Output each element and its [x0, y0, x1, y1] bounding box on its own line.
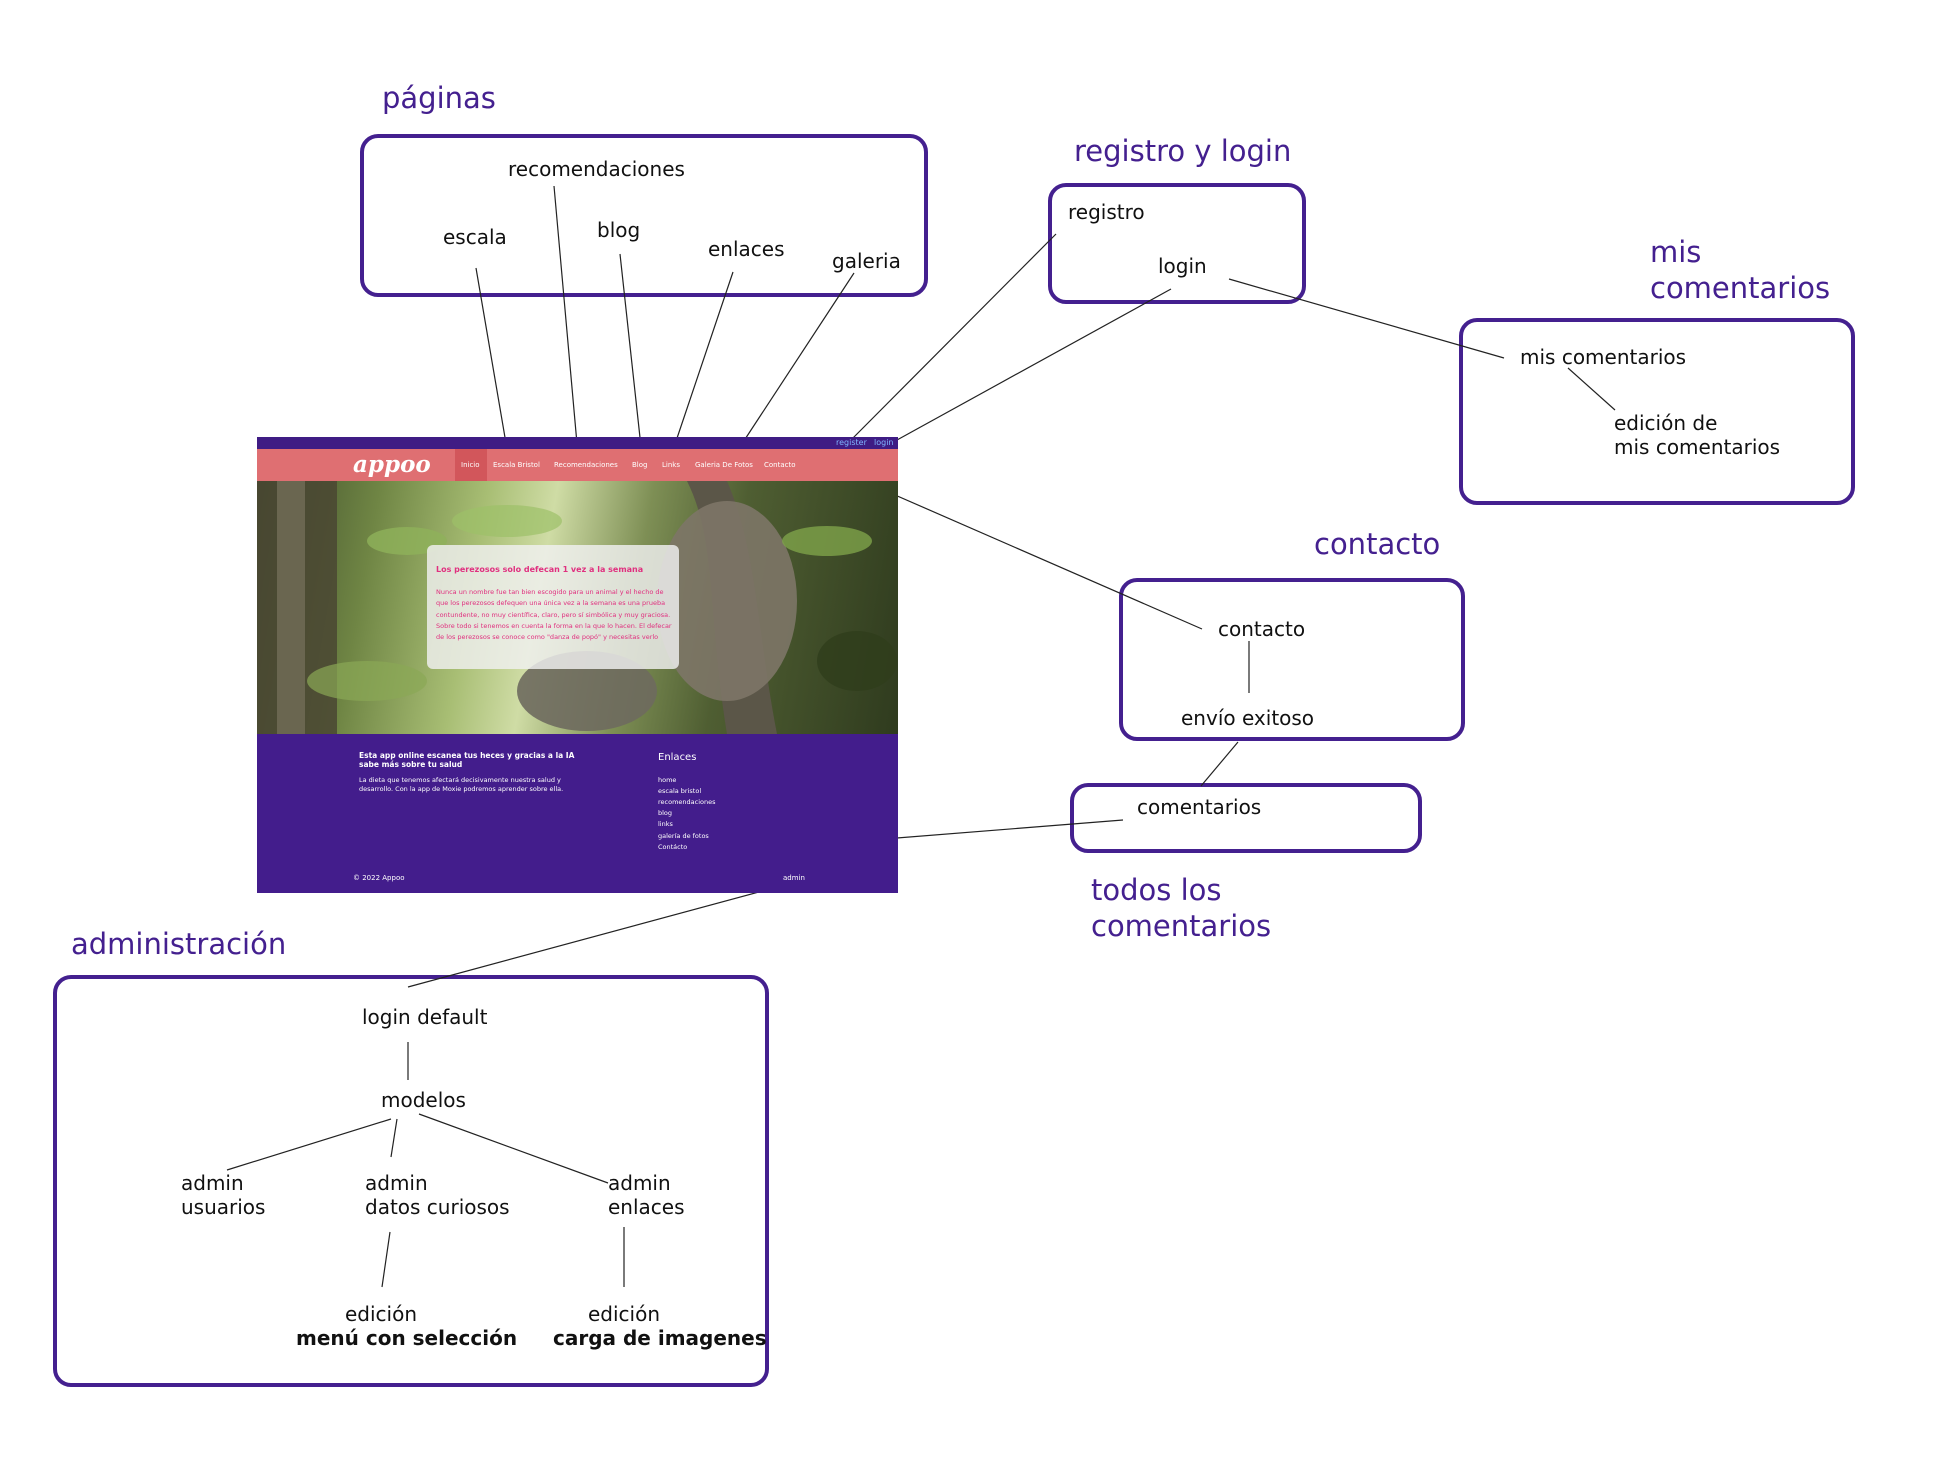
paginas-box: [360, 134, 928, 297]
site-nav-blog[interactable]: Blog: [632, 461, 648, 469]
label-galeria: galeria: [832, 249, 901, 273]
label-enlaces: enlaces: [708, 237, 785, 261]
administracion-box: [53, 975, 769, 1387]
label-admin-usuarios: admin usuarios: [181, 1171, 266, 1219]
footer-enlaces-title: Enlaces: [658, 752, 697, 763]
site-nav-galeria[interactable]: Galeria De Fotos: [695, 461, 753, 469]
site-footer: Esta app online escanea tus heces y grac…: [257, 734, 898, 893]
footer-intro-text: La dieta que tenemos afectará decisivame…: [359, 776, 564, 793]
footer-link-galeria[interactable]: galería de fotos: [658, 832, 709, 840]
footer-link-contacto[interactable]: Contácto: [658, 843, 688, 851]
site-hero-image: Los perezosos solo defecan 1 vez a la se…: [257, 481, 898, 734]
fact-card: Los perezosos solo defecan 1 vez a la se…: [427, 545, 679, 669]
label-registro: registro: [1068, 200, 1145, 224]
website-mockup: register login appoo Inicio Escala Brist…: [257, 437, 898, 893]
site-nav-inicio[interactable]: Inicio: [461, 461, 480, 469]
footer-link-blog[interactable]: blog: [658, 809, 673, 817]
footer-link-links[interactable]: links: [658, 820, 673, 828]
section-title-contacto: contacto: [1314, 527, 1441, 561]
section-title-mis-comentarios: mis comentarios: [1650, 235, 1831, 305]
label-admin-datos-curiosos: admin datos curiosos: [365, 1171, 510, 1219]
footer-link-recomendaciones[interactable]: recomendaciones: [658, 798, 716, 806]
label-blog: blog: [597, 218, 641, 242]
site-logo[interactable]: appoo: [353, 451, 431, 478]
mis-comentarios-box: [1459, 318, 1855, 505]
label-login: login: [1158, 254, 1207, 278]
site-nav-active-bg: [455, 449, 487, 481]
footer-intro-bold: Esta app online escanea tus heces y grac…: [359, 751, 575, 769]
fact-card-body: Nunca un nombre fue tan bien escogido pa…: [436, 588, 672, 642]
fact-card-title: Los perezosos solo defecan 1 vez a la se…: [436, 565, 644, 574]
label-envio-exitoso: envío exitoso: [1181, 706, 1315, 730]
contacto-box: [1119, 578, 1465, 741]
registro-login-box: [1048, 183, 1306, 304]
label-escala: escala: [443, 225, 507, 249]
label-recomendaciones: recomendaciones: [508, 157, 685, 181]
section-title-todos-comentarios: todos los comentarios: [1091, 873, 1272, 943]
site-nav-recomendaciones[interactable]: Recomendaciones: [554, 461, 618, 469]
label-carga-de-imagenes: carga de imagenes: [553, 1326, 767, 1350]
label-edicion-1: edición: [345, 1302, 418, 1326]
comentarios-box: [1070, 783, 1422, 853]
label-mis-comentarios: mis comentarios: [1520, 345, 1687, 369]
label-contacto: contacto: [1218, 617, 1306, 641]
section-title-registro-login: registro y login: [1074, 134, 1292, 168]
label-modelos: modelos: [381, 1088, 466, 1112]
site-login-link[interactable]: login: [874, 438, 894, 447]
section-title-administracion: administración: [71, 927, 287, 961]
site-navbar: appoo Inicio Escala Bristol Recomendacio…: [257, 449, 898, 481]
section-title-paginas: páginas: [382, 81, 496, 115]
footer-admin-link[interactable]: admin: [783, 874, 805, 882]
footer-copyright: © 2022 Appoo: [353, 874, 405, 882]
label-comentarios: comentarios: [1137, 795, 1262, 819]
site-register-link[interactable]: register: [836, 438, 867, 447]
footer-link-home[interactable]: home: [658, 776, 677, 784]
label-admin-enlaces: admin enlaces: [608, 1171, 685, 1219]
label-login-default: login default: [362, 1005, 488, 1029]
site-nav-escala[interactable]: Escala Bristol: [493, 461, 540, 469]
footer-link-escala[interactable]: escala bristol: [658, 787, 702, 795]
label-menu-con-seleccion: menú con selección: [296, 1326, 518, 1350]
site-topbar: register login: [257, 437, 898, 449]
label-edicion-mis-comentarios: edición de mis comentarios: [1614, 411, 1781, 459]
site-nav-contacto[interactable]: Contacto: [764, 461, 796, 469]
label-edicion-2: edición: [588, 1302, 661, 1326]
site-nav-links[interactable]: Links: [662, 461, 680, 469]
